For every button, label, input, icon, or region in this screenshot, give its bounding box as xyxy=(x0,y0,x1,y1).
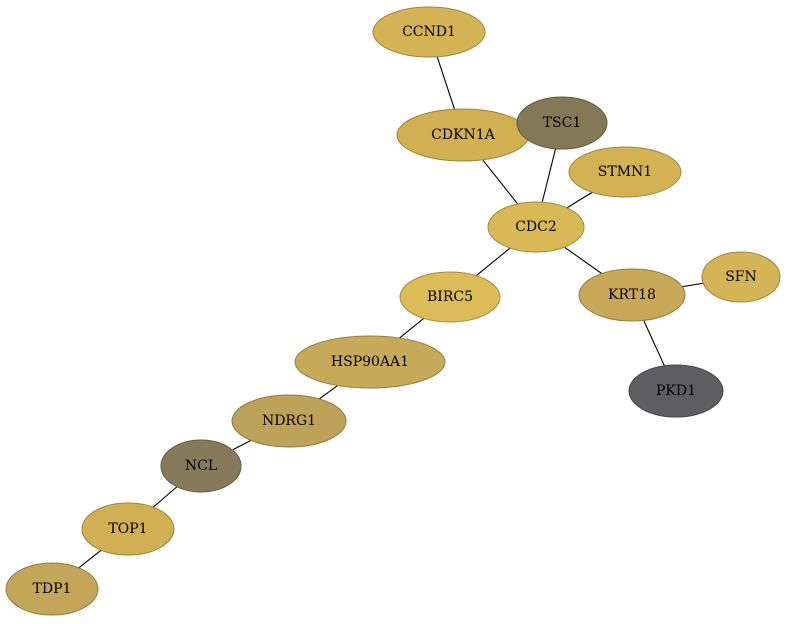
node-tdp1[interactable]: TDP1 xyxy=(5,562,99,616)
edge-ncl-top1 xyxy=(152,486,178,508)
node-ellipse xyxy=(568,146,682,198)
node-ellipse xyxy=(701,251,781,303)
edge-krt18-pkd1 xyxy=(643,320,665,367)
node-ellipse xyxy=(294,335,446,389)
node-top1[interactable]: TOP1 xyxy=(81,502,175,556)
node-label: TSC1 xyxy=(543,115,582,131)
edge-krt18-sfn xyxy=(682,282,704,288)
node-label: CCND1 xyxy=(402,24,456,40)
edge-cdc2-birc5 xyxy=(475,247,511,277)
node-ellipse xyxy=(578,268,686,322)
node-ellipse xyxy=(160,439,242,493)
node-label: STMN1 xyxy=(598,164,652,180)
node-label: CDKN1A xyxy=(431,127,496,143)
node-label: BIRC5 xyxy=(427,289,473,305)
node-ellipse xyxy=(487,201,585,253)
node-stmn1[interactable]: STMN1 xyxy=(568,146,682,198)
node-ellipse xyxy=(399,271,501,323)
node-ncl[interactable]: NCL xyxy=(160,439,242,493)
edge-ccnd1-cdkn1a xyxy=(436,56,456,110)
edge-cdc2-krt18 xyxy=(564,246,603,275)
node-hsp90aa1[interactable]: HSP90AA1 xyxy=(294,335,446,389)
node-label: PKD1 xyxy=(656,383,696,399)
edge-cdkn1a-cdc2 xyxy=(482,159,519,205)
node-ellipse xyxy=(81,502,175,556)
edges-layer xyxy=(78,56,704,569)
node-ellipse xyxy=(5,562,99,616)
edge-ndrg1-ncl xyxy=(232,439,252,451)
node-cdc2[interactable]: CDC2 xyxy=(487,201,585,253)
node-krt18[interactable]: KRT18 xyxy=(578,268,686,322)
node-ellipse xyxy=(628,364,724,418)
node-label: SFN xyxy=(725,269,757,285)
node-ccnd1[interactable]: CCND1 xyxy=(372,6,486,58)
node-label: TDP1 xyxy=(33,581,72,597)
node-birc5[interactable]: BIRC5 xyxy=(399,271,501,323)
node-label: NDRG1 xyxy=(262,413,316,429)
edge-tsc1-cdc2 xyxy=(541,148,557,203)
edge-top1-tdp1 xyxy=(78,549,102,569)
node-cdkn1a[interactable]: CDKN1A xyxy=(396,108,530,162)
node-label: NCL xyxy=(185,458,217,474)
node-ndrg1[interactable]: NDRG1 xyxy=(231,394,347,448)
edge-hsp90aa1-ndrg1 xyxy=(318,385,339,400)
node-pkd1[interactable]: PKD1 xyxy=(628,364,724,418)
node-tsc1[interactable]: TSC1 xyxy=(516,96,608,150)
edge-birc5-hsp90aa1 xyxy=(399,317,425,339)
node-label: TOP1 xyxy=(108,521,147,537)
node-label: HSP90AA1 xyxy=(331,354,409,370)
node-label: CDC2 xyxy=(515,219,557,235)
edge-stmn1-cdc2 xyxy=(566,191,593,209)
node-sfn[interactable]: SFN xyxy=(701,251,781,303)
node-label: KRT18 xyxy=(608,287,656,303)
node-ellipse xyxy=(231,394,347,448)
node-ellipse xyxy=(372,6,486,58)
node-ellipse xyxy=(516,96,608,150)
